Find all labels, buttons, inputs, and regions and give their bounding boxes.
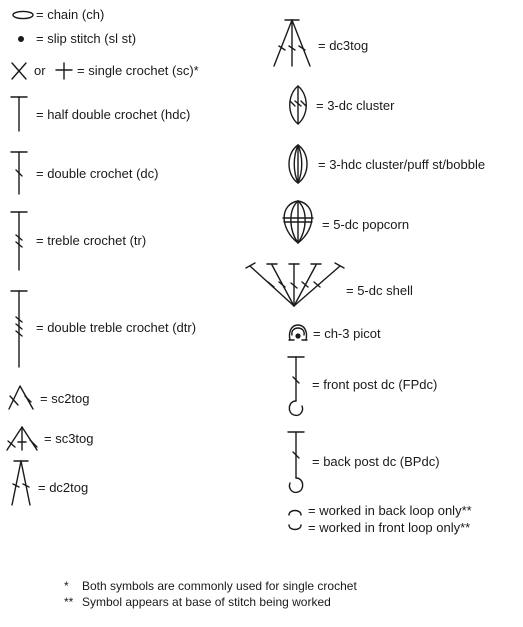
single-crochet-x-icon bbox=[10, 61, 28, 81]
treble-crochet-icon bbox=[9, 210, 29, 272]
treble-crochet-label: = treble crochet (tr) bbox=[36, 233, 147, 248]
popcorn-label: = 5-dc popcorn bbox=[322, 217, 410, 232]
sc2tog-icon bbox=[6, 383, 36, 411]
front-post-dc-icon bbox=[284, 355, 308, 419]
or-text: or bbox=[34, 63, 46, 78]
single-crochet-label: = single crochet (sc)* bbox=[77, 63, 199, 78]
dc3tog-label: = dc3tog bbox=[318, 38, 369, 53]
single-crochet-plus-icon bbox=[54, 61, 74, 81]
three-dc-cluster-label: = 3-dc cluster bbox=[316, 98, 395, 113]
picot-label: = ch-3 picot bbox=[313, 326, 381, 341]
puff-stitch-icon bbox=[284, 143, 312, 185]
dc3tog-icon bbox=[271, 18, 313, 68]
five-dc-shell-label: = 5-dc shell bbox=[346, 283, 413, 298]
footnote-single-crochet: Both symbols are commonly used for singl… bbox=[82, 579, 357, 593]
puff-stitch-label: = 3-hdc cluster/puff st/bobble bbox=[318, 157, 486, 172]
dc2tog-icon bbox=[8, 459, 34, 507]
sc3tog-label: = sc3tog bbox=[44, 431, 94, 446]
five-dc-shell-icon bbox=[245, 262, 346, 308]
slip-stitch-label: = slip stitch (sl st) bbox=[36, 31, 137, 46]
front-loop-only-label: = worked in front loop only** bbox=[308, 520, 471, 535]
popcorn-icon bbox=[277, 198, 319, 246]
sc3tog-icon bbox=[4, 424, 40, 452]
double-treble-crochet-icon bbox=[9, 289, 29, 369]
sc2tog-label: = sc2tog bbox=[40, 391, 90, 406]
chain-icon bbox=[12, 9, 34, 21]
footnote-base-of-stitch: Symbol appears at base of stitch being w… bbox=[82, 595, 331, 609]
hdc-label: = half double crochet (hdc) bbox=[36, 107, 191, 122]
hdc-icon bbox=[9, 95, 29, 133]
dc-icon bbox=[9, 150, 29, 196]
back-post-dc-icon bbox=[284, 430, 308, 496]
back-loop-only-label: = worked in back loop only** bbox=[308, 503, 472, 518]
chain-label: = chain (ch) bbox=[36, 7, 105, 22]
front-loop-only-icon bbox=[287, 523, 303, 533]
front-post-dc-label: = front post dc (FPdc) bbox=[312, 377, 438, 392]
double-treble-crochet-label: = double treble crochet (dtr) bbox=[36, 320, 197, 335]
back-loop-only-icon bbox=[287, 507, 303, 517]
dc2tog-label: = dc2tog bbox=[38, 480, 89, 495]
footnote-mark-single: * bbox=[64, 579, 69, 593]
slip-stitch-icon bbox=[17, 35, 27, 45]
back-post-dc-label: = back post dc (BPdc) bbox=[312, 454, 440, 469]
picot-icon bbox=[287, 323, 309, 343]
three-dc-cluster-icon bbox=[284, 83, 312, 127]
footnote-mark-double: ** bbox=[64, 595, 74, 609]
dc-label: = double crochet (dc) bbox=[36, 166, 159, 181]
